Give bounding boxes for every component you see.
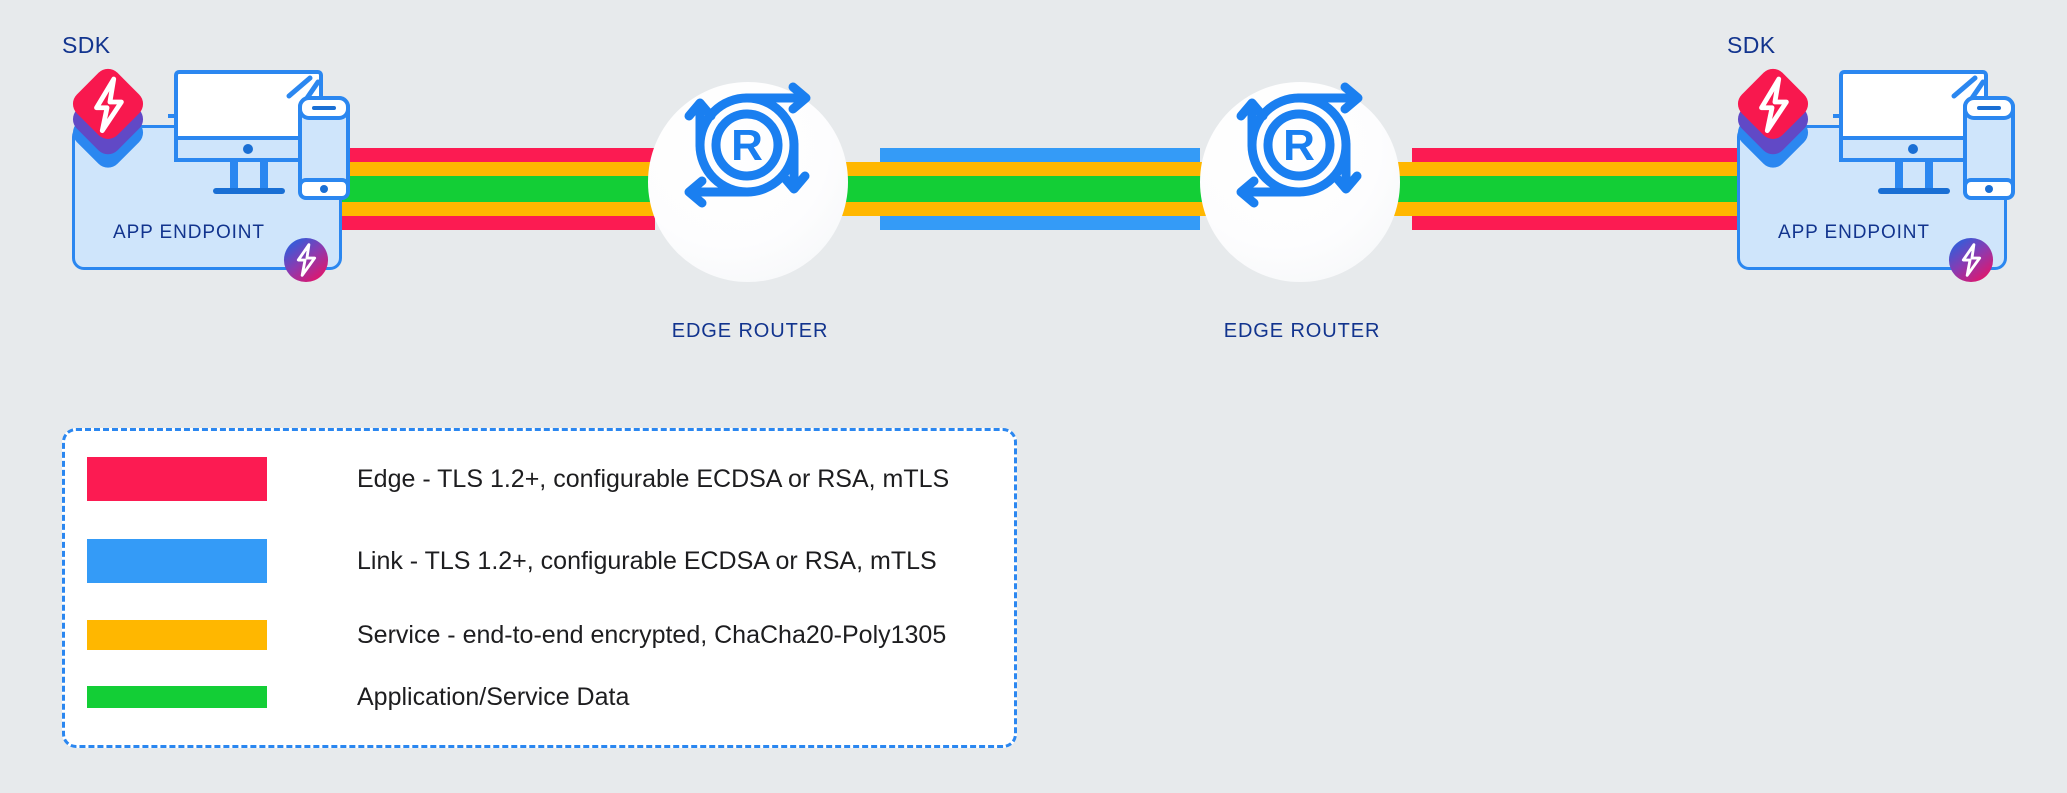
legend-item-service: Service - end-to-end encrypted, ChaCha20… [87, 612, 946, 658]
stripe-link-bottom-middle [880, 216, 1200, 230]
left-endpoint-label: APP ENDPOINT [113, 222, 265, 243]
stripe-edge-bottom-left [340, 216, 655, 230]
left-sdk-stack-icon [72, 68, 144, 168]
right-edge-router-icon: R [1236, 82, 1363, 208]
left-ziti-bolt-badge-icon[interactable] [283, 237, 329, 283]
legend-swatch-application-data [87, 686, 267, 708]
legend-label-application-data: Application/Service Data [357, 682, 630, 711]
left-monitor-phone-icon [168, 70, 350, 200]
stripe-edge-bottom-right [1412, 216, 1737, 230]
stripe-service-bottom-middle [840, 202, 1240, 216]
svg-text:R: R [731, 121, 763, 170]
right-sdk-stack-icon [1737, 68, 1809, 168]
svg-text:R: R [1283, 121, 1315, 170]
legend-label-service: Service - end-to-end encrypted, ChaCha20… [357, 620, 947, 649]
right-router-label: EDGE ROUTER [1223, 320, 1381, 342]
right-sdk-label: SDK [1727, 32, 1776, 58]
right-endpoint-label: APP ENDPOINT [1778, 222, 1930, 243]
legend-swatch-link [87, 539, 267, 583]
stripe-appdata-left [340, 176, 700, 202]
stripe-edge-top-right [1412, 148, 1737, 162]
stripe-appdata-right [1367, 176, 1737, 202]
legend-label-edge: Edge - TLS 1.2+, configurable ECDSA or R… [357, 464, 950, 493]
legend-item-application-data: Application/Service Data [87, 674, 629, 720]
legend-item-link: Link - TLS 1.2+, configurable ECDSA or R… [87, 538, 937, 584]
legend-swatch-edge [87, 457, 267, 501]
left-router-label: EDGE ROUTER [671, 320, 829, 342]
right-ziti-bolt-badge-icon[interactable] [1948, 237, 1994, 283]
stripe-appdata-middle [820, 176, 1260, 202]
stripe-link-top-middle [880, 148, 1200, 162]
stripe-edge-top-left [340, 148, 655, 162]
legend-item-edge: Edge - TLS 1.2+, configurable ECDSA or R… [87, 456, 949, 502]
right-monitor-phone-icon [1833, 70, 2015, 200]
left-edge-router-icon: R [684, 82, 811, 208]
legend-panel: Edge - TLS 1.2+, configurable ECDSA or R… [62, 428, 1017, 748]
stripe-service-top-right [1382, 162, 1737, 176]
stripe-service-bottom-left [340, 202, 685, 216]
legend-label-link: Link - TLS 1.2+, configurable ECDSA or R… [357, 546, 937, 575]
stripe-service-top-left [340, 162, 685, 176]
stripe-service-top-middle [840, 162, 1240, 176]
left-sdk-label: SDK [62, 32, 111, 58]
stripe-service-bottom-right [1382, 202, 1737, 216]
legend-swatch-service [87, 620, 267, 650]
